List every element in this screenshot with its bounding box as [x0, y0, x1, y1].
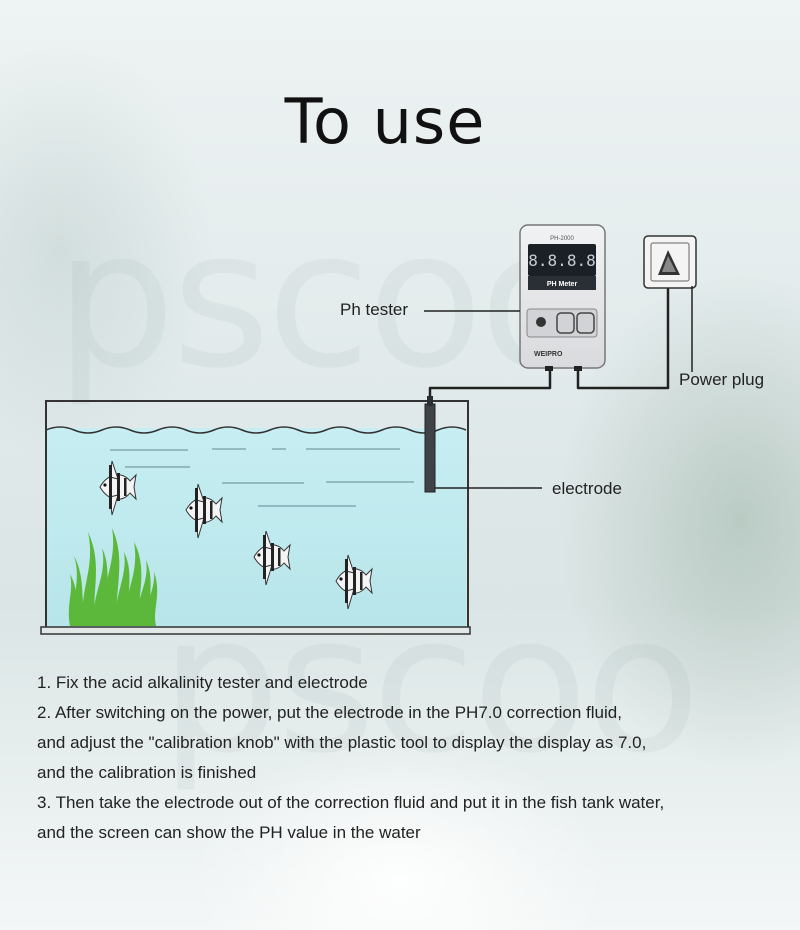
- power-plug-label: Power plug: [679, 370, 765, 389]
- setup-diagram: PH-2000 8.8.8.8 PH Meter WEIPRO: [40, 224, 697, 635]
- instruction-line: 3. Then take the electrode out of the co…: [37, 793, 665, 812]
- electrode-label: electrode: [552, 479, 622, 498]
- ph-tester-label: Ph tester: [340, 300, 409, 319]
- ph-meter: PH-2000 8.8.8.8 PH Meter WEIPRO: [519, 224, 606, 371]
- instructions: 1. Fix the acid alkalinity tester and el…: [37, 668, 777, 848]
- power-socket: [643, 235, 697, 372]
- meter-display: 8.8.8.8: [528, 251, 595, 270]
- meter-brand: WEIPRO: [534, 351, 563, 358]
- meter-model: PH-2000: [550, 236, 574, 242]
- instruction-line: and the screen can show the PH value in …: [37, 823, 421, 842]
- page-title: To use: [284, 85, 486, 158]
- aquarium-plants: [68, 528, 158, 626]
- meter-name: PH Meter: [547, 281, 578, 288]
- instruction-line: and the calibration is finished: [37, 763, 257, 782]
- electrode-probe: [424, 396, 542, 493]
- instruction-line: 1. Fix the acid alkalinity tester and el…: [37, 673, 368, 692]
- instruction-line: and adjust the "calibration knob" with t…: [37, 733, 647, 752]
- cables: [428, 280, 670, 397]
- instruction-line: 2. After switching on the power, put the…: [37, 703, 622, 722]
- watermark: pscoo: [55, 189, 596, 410]
